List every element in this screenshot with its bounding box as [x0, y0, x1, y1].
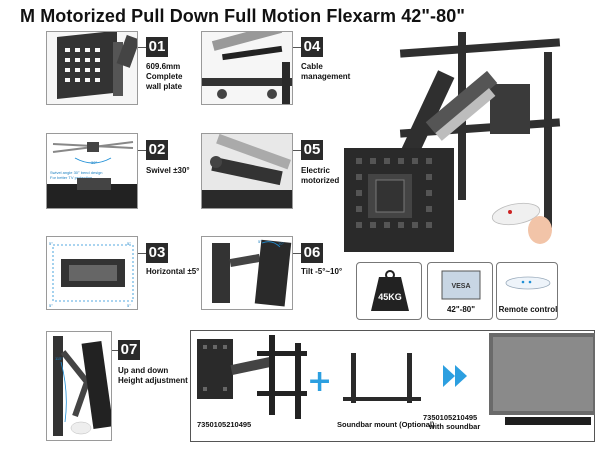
spec-remote-box: Remote control [496, 262, 558, 320]
feature-number-03: 03 [146, 243, 168, 263]
feature-number-05: 05 [301, 140, 323, 160]
full-mount-illustration [197, 335, 307, 419]
height-angle-text: 115° [55, 356, 63, 361]
hero-product-image [344, 32, 561, 252]
weight-icon: 45KG [371, 270, 409, 311]
photo-cable-management [201, 31, 293, 105]
feature-caption-05: Electric motorized [301, 166, 340, 185]
vesa-size-label: 42"-80" [446, 305, 476, 314]
swivel-note-text: Swivel angle 30° bend design [50, 170, 103, 175]
swivel-illustration: 30° Swivel angle 30° bend design For bet… [47, 141, 137, 208]
feature-caption-03: Horizontal ±5° [146, 267, 200, 276]
arrow-right-icon [443, 365, 467, 387]
remote-label: Remote control [498, 305, 558, 314]
tilt-angle-text-a: 5° [258, 239, 262, 244]
plus-icon: + [307, 364, 333, 399]
photo-swivel: 30° Swivel angle 30° bend design For bet… [46, 133, 138, 209]
feature-number-01: 01 [146, 37, 168, 57]
feature-caption-04: Cable management [301, 62, 351, 81]
photo-electric-motor [201, 133, 293, 209]
connector-line-05 [293, 150, 301, 151]
wall-plate-illustration [57, 32, 137, 99]
tilt-angle-text-b: 10° [278, 241, 284, 246]
bottom-sku-1: 7350105210495 [197, 420, 252, 429]
soundbar-mount-illustration [343, 353, 421, 403]
vesa-icon: VESA [441, 270, 481, 300]
feature-number-02: 02 [146, 140, 168, 160]
connector-line-01 [138, 47, 146, 48]
horizontal-angle-text-d: 5° [127, 303, 131, 308]
feature-caption-06: Tilt -5°~10° [301, 267, 343, 276]
connector-line-07 [112, 350, 118, 351]
horizontal-adjust-illustration: 5° 5° 5° 5° [49, 241, 134, 308]
connector-line-06 [293, 253, 301, 254]
electric-motor-illustration [202, 134, 292, 208]
horizontal-angle-text-c: 5° [49, 303, 53, 308]
weight-badge-text: 45KG [378, 292, 402, 302]
feature-number-07: 07 [118, 340, 140, 360]
connector-line-02 [138, 150, 146, 151]
spec-weight-box: 45KG [356, 262, 422, 320]
feature-number-04: 04 [301, 37, 323, 57]
height-adjust-illustration: 115° [53, 336, 111, 436]
remote-control-icon [505, 276, 551, 290]
cable-management-illustration [202, 32, 292, 104]
soundbar-label: Soundbar mount (Optional) [337, 420, 435, 429]
bottom-panel: 7350105210495 + Soundbar mount (Optional… [190, 330, 595, 442]
bottom-sku-2: 7350105210495 with soundbar [423, 413, 481, 431]
feature-caption-07: Up and down Height adjustment [118, 366, 188, 385]
feature-number-06: 06 [301, 243, 323, 263]
horizontal-angle-text-a: 5° [49, 241, 53, 246]
vesa-badge-text: VESA [451, 283, 470, 290]
photo-wall-plate [46, 31, 138, 105]
photo-horizontal-adjust: 5° 5° 5° 5° [46, 236, 138, 310]
horizontal-angle-text-b: 5° [127, 241, 131, 246]
connector-line-04 [293, 47, 301, 48]
spec-vesa-box: VESA 42"-80" [427, 262, 493, 320]
photo-tilt: 5° 10° [201, 236, 293, 310]
feature-caption-02: Swivel ±30° [146, 166, 190, 175]
connector-line-03 [138, 253, 146, 254]
feature-caption-01: 609.6mm Complete wall plate [146, 62, 183, 91]
page-title: M Motorized Pull Down Full Motion Flexar… [20, 6, 465, 26]
tilt-illustration: 5° 10° [212, 239, 292, 307]
tv-with-soundbar-illustration [489, 333, 595, 425]
photo-height-adjust: 115° [46, 331, 112, 441]
swivel-note2-text: For better TV protection [50, 175, 92, 180]
swivel-angle-text: 30° [91, 160, 97, 165]
